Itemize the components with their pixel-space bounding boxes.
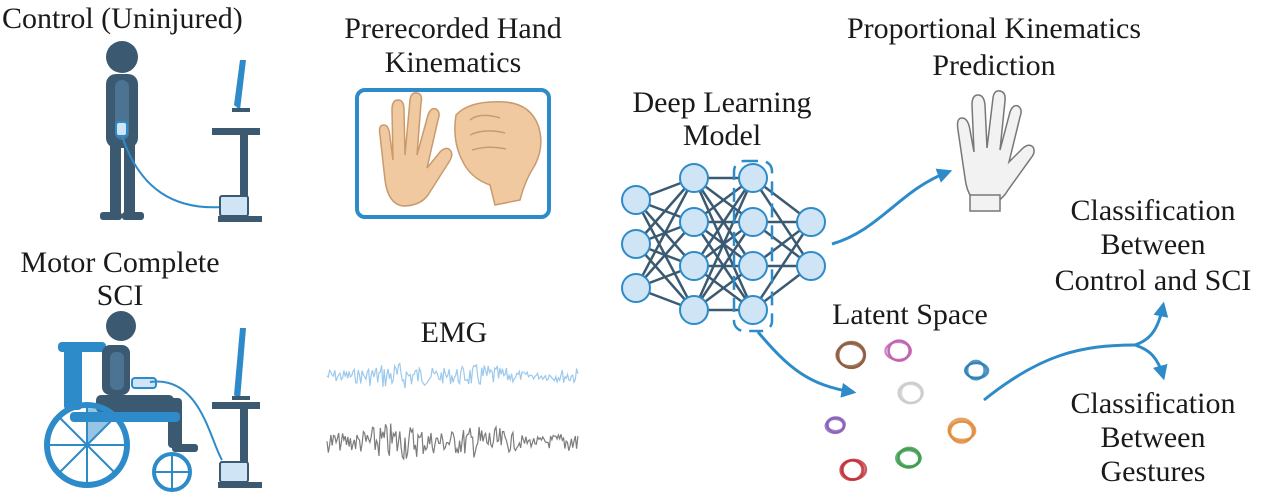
arrow-to-class-gestures bbox=[1134, 343, 1168, 381]
network-edge bbox=[692, 177, 755, 311]
latent-cluster bbox=[884, 339, 913, 362]
network-node bbox=[621, 185, 651, 215]
latent-cluster bbox=[947, 417, 977, 444]
sci-workstation-icon bbox=[212, 328, 262, 488]
network-node bbox=[796, 251, 826, 281]
arrow-latent-trunk bbox=[983, 343, 1136, 402]
network-node bbox=[679, 163, 709, 193]
network-edge bbox=[751, 221, 813, 311]
network-nodes bbox=[621, 163, 826, 325]
latent-cluster bbox=[824, 416, 846, 434]
sci-emg-cable bbox=[149, 380, 223, 461]
label-class-sci-line1: Classification bbox=[1070, 194, 1236, 227]
label-class-gest-line2: Between bbox=[1100, 421, 1206, 454]
sci-wheelchair-person-icon bbox=[44, 311, 198, 492]
label-class-sci-line2: Between bbox=[1100, 228, 1206, 261]
fist-icon bbox=[454, 101, 542, 206]
latent-cluster bbox=[897, 381, 924, 405]
label-proportional-line1: Proportional Kinematics bbox=[846, 12, 1142, 45]
network-node bbox=[679, 207, 709, 237]
latent-clusters bbox=[824, 339, 990, 482]
label-class-gest-line3: Gestures bbox=[1100, 455, 1206, 488]
label-emg: EMG bbox=[420, 316, 488, 349]
predicted-hand-icon bbox=[956, 90, 1035, 212]
open-hand-icon bbox=[378, 92, 453, 207]
emg-trace-dark bbox=[326, 423, 579, 461]
network-edge bbox=[692, 177, 755, 267]
network-edges bbox=[634, 176, 813, 312]
latent-cluster bbox=[963, 359, 990, 381]
network-node bbox=[796, 207, 826, 237]
network-edge bbox=[634, 177, 696, 289]
control-workstation-icon bbox=[212, 60, 262, 222]
arrow-to-latent bbox=[756, 331, 857, 398]
label-prerecorded-line1: Prerecorded Hand bbox=[344, 12, 562, 45]
label-class-sci-line3: Control and SCI bbox=[1054, 264, 1252, 297]
latent-cluster bbox=[839, 458, 868, 482]
label-motor-line1: Motor Complete bbox=[20, 246, 220, 279]
latent-cluster bbox=[895, 446, 922, 469]
control-emg-cable bbox=[121, 135, 223, 209]
network-node bbox=[621, 229, 651, 259]
label-motor-line2: SCI bbox=[96, 279, 144, 312]
emg-trace-light bbox=[326, 362, 579, 389]
label-control: Control (Uninjured) bbox=[2, 2, 243, 35]
network-node bbox=[679, 295, 709, 325]
network-edge bbox=[692, 221, 755, 311]
control-person-icon bbox=[100, 41, 144, 220]
network-node bbox=[738, 251, 768, 281]
arrow-to-class-sci bbox=[1134, 301, 1169, 347]
label-class-gest-line1: Classification bbox=[1070, 387, 1236, 420]
network-node bbox=[738, 295, 768, 325]
latent-layer-highlight bbox=[732, 159, 774, 333]
network-node bbox=[738, 207, 768, 237]
label-prerecorded-line2: Kinematics bbox=[384, 46, 522, 79]
arrow-to-prediction bbox=[831, 168, 953, 246]
network-node bbox=[621, 273, 651, 303]
label-latent: Latent Space bbox=[832, 298, 988, 331]
label-proportional-line2: Prediction bbox=[932, 49, 1056, 82]
network-node bbox=[738, 163, 768, 193]
label-deep-line2: Model bbox=[682, 119, 762, 152]
latent-cluster bbox=[835, 340, 867, 370]
label-deep-line1: Deep Learning bbox=[632, 86, 812, 119]
network-node bbox=[679, 251, 709, 281]
